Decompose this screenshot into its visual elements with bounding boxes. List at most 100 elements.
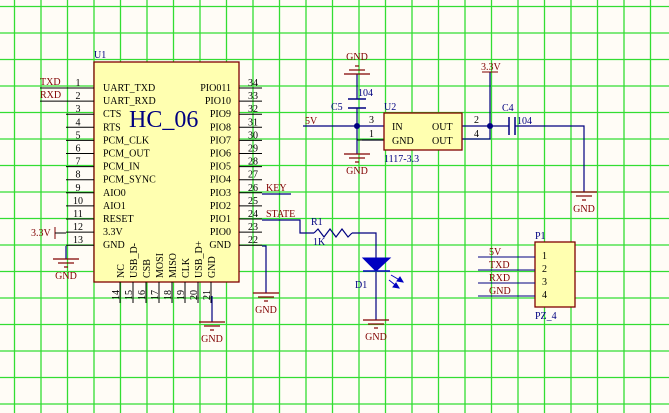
wire-r1-d1 (352, 232, 377, 258)
r1-resistor[interactable]: R1 1K (311, 217, 353, 248)
p1-designator: P1 (535, 231, 546, 242)
u1-pin-number: 28 (248, 157, 258, 168)
u2-pin-num-2: 2 (474, 115, 479, 126)
u1-pin-name: CTS (103, 109, 121, 120)
u1-pin-number: 7 (76, 157, 81, 168)
u2-designator: U2 (384, 102, 396, 113)
u1-pin-name: USB_D+ (194, 240, 205, 278)
c4-value: 104 (517, 116, 532, 127)
wire-c4-gnd (515, 125, 585, 192)
u1-pin-name: USB_D- (129, 243, 140, 278)
net-label-5v-u2: 5V (305, 116, 318, 127)
u1-pin-number: 2 (76, 91, 81, 102)
d1-led[interactable]: D1 (355, 257, 404, 291)
p1-body (534, 241, 576, 308)
u1-pin-number: 6 (76, 144, 81, 155)
ground-icon: GND (571, 191, 597, 215)
u1-pin-number: 22 (248, 235, 258, 246)
u1-pin-number: 24 (248, 209, 258, 220)
u1-pin-name: GND (103, 240, 125, 251)
u1-pin-number: 9 (76, 183, 81, 194)
u1-pin-name: PIO011 (200, 83, 231, 94)
u1-pin-name: GND (207, 256, 218, 278)
u1-pin-name: PCM_CLK (103, 135, 150, 146)
wires (65, 72, 585, 322)
ground-icon: GND (53, 258, 79, 282)
u1-pin-name: MISO (168, 253, 179, 278)
c4-designator: C4 (502, 103, 514, 114)
wire-state-r1 (262, 219, 314, 234)
u1-pin-number: 18 (163, 290, 174, 300)
u1-pin-name: NC (116, 264, 127, 278)
power-3v3-label-u1: 3.3V (31, 228, 52, 239)
u1-pin-name: PIO3 (210, 188, 231, 199)
u1-pin-name: PIO9 (210, 109, 231, 120)
u1-pin-number: 10 (73, 196, 83, 207)
u1-pin-name: PCM_IN (103, 162, 140, 173)
net-label-state: STATE (266, 209, 295, 220)
u1-bottom-pins: 14NC15USB_D-16CSB17MOSI18MISO19CLK20USB_… (111, 240, 218, 303)
u1-body (93, 61, 240, 283)
u1-pin-number: 27 (248, 170, 258, 181)
p1-pin-number: 3 (542, 277, 547, 288)
u2-pin-num-1: 1 (369, 129, 374, 140)
p1-pin-number: 4 (542, 290, 547, 301)
u1-net-labels: TXD RXD KEY STATE 3.3V (31, 77, 295, 239)
u1-right-pins: 34PIO01133PIO1032PIO931PIO830PIO729PIO62… (200, 78, 262, 251)
u1-pin-number: 5 (76, 130, 81, 141)
u2-regulator[interactable]: U2 1117-3.3 IN GND OUT OUT 3 1 2 4 5V (305, 102, 479, 165)
d1-triangle (361, 257, 392, 272)
p1-net-label: GND (489, 286, 511, 297)
ground-label: GND (55, 271, 77, 282)
net-label-txd: TXD (40, 77, 61, 88)
u1-pin-number: 17 (150, 290, 161, 300)
u2-pin-out2: OUT (432, 136, 453, 147)
u1-pin-number: 32 (248, 104, 258, 115)
u1-pin-name: GND (209, 240, 231, 251)
ground-icon: GND (199, 321, 225, 345)
ground-label: GND (365, 332, 387, 343)
u1-pin-number: 23 (248, 222, 258, 233)
ground-icon: GND (363, 319, 389, 343)
u2-pin-out1: OUT (432, 122, 453, 133)
ground-symbols: GND GND GND GND GND GND GND (53, 52, 597, 345)
wire-out2 (462, 126, 491, 140)
r1-zigzag (313, 228, 353, 238)
ground-icon: GND (344, 153, 370, 177)
u1-pin-number: 19 (176, 290, 187, 300)
u1-pin-number: 34 (248, 78, 258, 89)
ground-label: GND (573, 204, 595, 215)
u1-part-name: HC_06 (129, 107, 198, 133)
c5-value: 104 (358, 88, 373, 99)
u1-pin-number: 21 (202, 290, 213, 300)
u2-pin-num-3: 3 (369, 115, 374, 126)
p1-net-label: 5V (489, 247, 502, 258)
u1-pin-name: CSB (142, 259, 153, 278)
c5-designator: C5 (331, 102, 343, 113)
u1-pin-name: PCM_OUT (103, 149, 150, 160)
u2-pin-gnd: GND (392, 136, 414, 147)
u2-body (383, 112, 463, 151)
u1-pin-number: 8 (76, 170, 81, 181)
u2-part: 1117-3.3 (384, 154, 419, 165)
c5-capacitor[interactable]: C5 104 (331, 88, 373, 113)
power-3v3-port: 3.3V (481, 62, 502, 73)
u1-pin-name: CLK (181, 257, 192, 278)
u1-pin-name: PIO4 (210, 175, 231, 186)
net-label-rxd: RXD (40, 90, 61, 101)
u2-pin-in: IN (392, 122, 403, 133)
u1-pin-name: PIO8 (210, 122, 231, 133)
c4-capacitor[interactable]: C4 104 (502, 103, 532, 135)
ground-label: GND (201, 334, 223, 345)
u1-pin-number: 4 (76, 117, 81, 128)
u1-pin-number: 33 (248, 91, 258, 102)
net-label-key: KEY (266, 183, 287, 194)
light-arrow-icon (388, 274, 404, 289)
p1-part: PZ_4 (535, 311, 557, 322)
u1-pin-name: UART_TXD (103, 83, 155, 94)
u1-pin-name: 3.3V (103, 227, 124, 238)
